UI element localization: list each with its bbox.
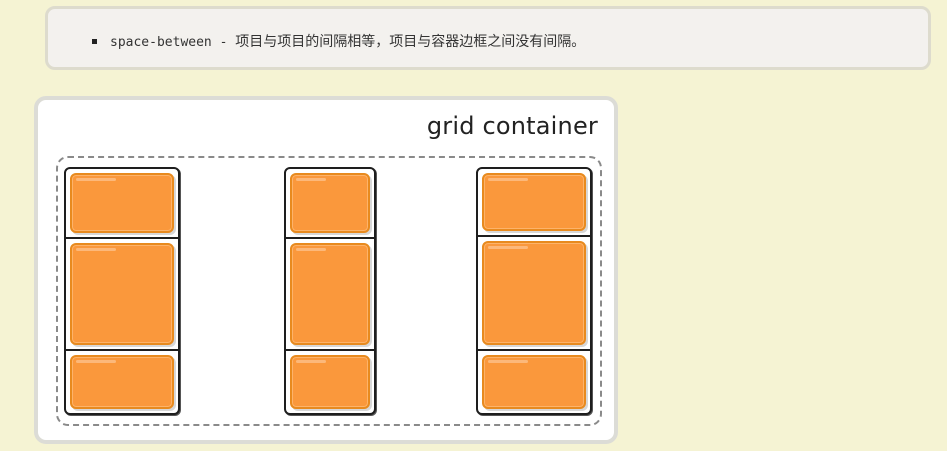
grid-cell (478, 169, 590, 237)
grid-cell (286, 351, 374, 413)
grid-cell (286, 239, 374, 351)
note-description: 项目与项目的间隔相等，项目与容器边框之间没有间隔。 (235, 34, 586, 50)
diagram-title: grid container (426, 112, 598, 140)
grid-column-2 (284, 167, 376, 415)
grid-cell (478, 237, 590, 351)
grid-cell (66, 239, 178, 351)
note-box: space-between - 项目与项目的间隔相等，项目与容器边框之间没有间隔… (45, 6, 931, 70)
grid-item (482, 241, 586, 345)
grid-cell (66, 351, 178, 413)
grid-item (70, 173, 174, 233)
grid-item (290, 243, 370, 345)
note-separator: - (211, 35, 236, 50)
grid-item (70, 355, 174, 409)
note-keyword: space-between (110, 35, 212, 50)
grid-cell (286, 169, 374, 239)
grid-item (290, 355, 370, 409)
grid-column-3 (476, 167, 592, 415)
grid-item (482, 355, 586, 409)
grid-container-outline (56, 156, 602, 426)
grid-item (70, 243, 174, 345)
grid-column-1 (64, 167, 180, 415)
grid-item (290, 173, 370, 233)
note-line: space-between - 项目与项目的间隔相等，项目与容器边框之间没有间隔… (110, 31, 585, 51)
grid-diagram-card: grid container (34, 96, 618, 444)
grid-item (482, 173, 586, 231)
grid-cell (66, 169, 178, 239)
bullet-icon (92, 39, 97, 44)
grid-cell (478, 351, 590, 413)
